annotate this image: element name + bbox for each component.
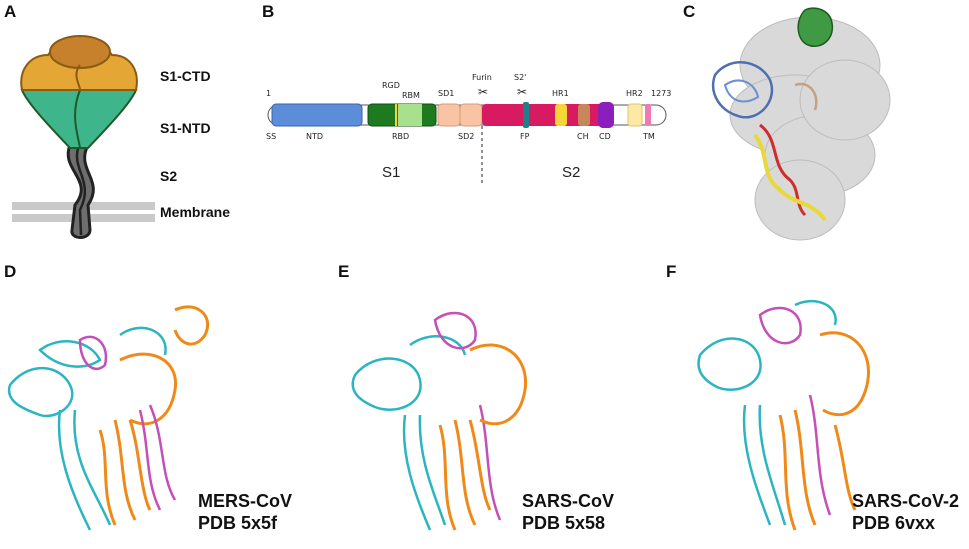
- s2-stalk: [66, 143, 95, 239]
- rbd-up-ribbon: [797, 7, 834, 47]
- domain-hr1: [555, 104, 567, 126]
- caption-sars-cov-2-pdb: PDB 6vxx: [852, 513, 936, 533]
- chain-magenta: [758, 306, 832, 516]
- structure-sars-cov-2: [697, 299, 870, 531]
- panel-letter-a: A: [4, 2, 17, 21]
- label-ss: SS: [266, 132, 276, 141]
- s2-ribbon-tan: [794, 82, 818, 111]
- label-hr2: HR2: [626, 89, 643, 98]
- label-hr1: HR1: [552, 89, 569, 98]
- label-ch: CH: [577, 132, 589, 141]
- label-s2: S2: [160, 168, 178, 184]
- chain-cyan: [351, 335, 467, 531]
- label-rgd: RGD: [382, 81, 400, 90]
- chain-magenta: [78, 335, 177, 511]
- panel-letter-f: F: [666, 262, 677, 281]
- label-ntd: NTD: [306, 132, 323, 141]
- chain-orange: [98, 305, 210, 526]
- chain-orange: [438, 343, 528, 531]
- s1-ctd-top-lobe: [49, 35, 111, 69]
- domain-ntd: [271, 103, 363, 127]
- chain-magenta: [433, 311, 502, 521]
- panel-letter-b: B: [262, 2, 275, 21]
- caption-sars-virus: SARS-CoV: [522, 491, 615, 511]
- caption-mers-pdb: PDB 5x5f: [198, 513, 278, 533]
- chain-orange: [778, 331, 870, 531]
- domain-fp: [523, 102, 529, 128]
- label-membrane: Membrane: [160, 204, 231, 220]
- s2prime-scissors-icon: ✂: [517, 85, 527, 99]
- domain-ch: [578, 104, 590, 126]
- s2-ribbon-yellow: [753, 133, 827, 222]
- spike-surface-model: [712, 7, 891, 241]
- caption-sars: SARS-CoV PDB 5x58: [522, 490, 614, 534]
- caption-sars-pdb: PDB 5x58: [522, 513, 606, 533]
- label-furin: Furin: [472, 73, 492, 82]
- rgd-mark: [395, 104, 397, 126]
- s1-ntd-seam: [74, 89, 81, 149]
- domain-map: ✂ ✂ 1 RGD RBM SD1 Furin S2' HR1 HR2 1273…: [266, 73, 671, 185]
- domain-sd2: [459, 103, 483, 127]
- label-rbd: RBD: [392, 132, 409, 141]
- label-fp: FP: [520, 132, 530, 141]
- ntd-ribbon: [712, 61, 774, 119]
- domain-hr2: [627, 103, 643, 127]
- section-s2: S2: [562, 164, 580, 181]
- spike-schematic: [12, 35, 155, 239]
- s2-ribbon-red: [759, 123, 807, 217]
- label-sd1: SD1: [438, 89, 454, 98]
- label-sd2: SD2: [458, 132, 474, 141]
- label-end: 1273: [651, 89, 671, 98]
- surface-trimer: [729, 16, 891, 241]
- label-s2prime: S2': [514, 73, 526, 82]
- chain-cyan: [7, 326, 167, 531]
- structure-mers: [7, 305, 210, 531]
- s1-ctd-seam: [75, 64, 81, 91]
- caption-sars-cov-2-virus: SARS-CoV-2: [852, 491, 960, 511]
- domain-cd: [598, 102, 614, 128]
- label-cd: CD: [599, 132, 611, 141]
- panel-letter-d: D: [4, 262, 17, 281]
- s2-helix-line: [75, 144, 87, 236]
- furin-scissors-icon: ✂: [478, 85, 488, 99]
- ntd-ribbon-inner: [723, 79, 760, 103]
- panel-letter-e: E: [338, 262, 350, 281]
- caption-mers: MERS-CoV PDB 5x5f: [198, 490, 292, 534]
- domain-rbm: [398, 104, 422, 126]
- domain-s2: [482, 104, 612, 126]
- s1-ntd-shape: [20, 89, 138, 149]
- caption-sars-cov-2: SARS-CoV-2 PDB 6vxx: [852, 490, 959, 534]
- structure-sars: [351, 311, 528, 531]
- label-rbm: RBM: [402, 91, 420, 100]
- panel-letter-c: C: [683, 2, 696, 21]
- chain-cyan: [697, 299, 837, 526]
- label-s1-ctd: S1-CTD: [160, 68, 211, 84]
- label-start: 1: [266, 89, 271, 98]
- label-tm: TM: [642, 132, 655, 141]
- label-s1-ntd: S1-NTD: [160, 120, 211, 136]
- section-s1: S1: [382, 164, 400, 181]
- domain-sd1: [437, 103, 461, 127]
- caption-mers-virus: MERS-CoV: [198, 491, 292, 511]
- domain-tm: [645, 104, 651, 126]
